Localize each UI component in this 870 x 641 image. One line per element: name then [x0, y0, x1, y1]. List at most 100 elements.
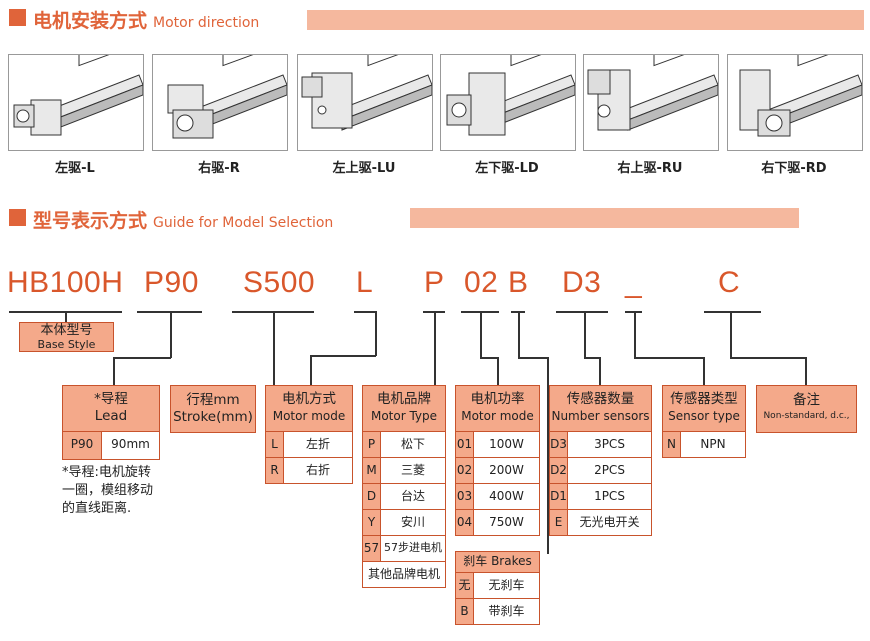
- connector: [480, 311, 482, 358]
- row-value: 带刹车: [488, 604, 525, 618]
- code-part-base: HB100H: [7, 266, 124, 299]
- section-bar: [410, 208, 799, 228]
- direction-thumb-lu: [297, 54, 433, 151]
- connector: [584, 357, 600, 359]
- row-value: 三菱: [400, 463, 425, 477]
- table-row: B 带刹车: [456, 598, 539, 624]
- motor-power-header-en: Motor mode: [461, 409, 534, 423]
- row-value: 1PCS: [594, 489, 625, 503]
- connector: [584, 311, 586, 358]
- connector: [634, 357, 704, 359]
- connector: [273, 311, 275, 386]
- section-marker: [9, 209, 26, 226]
- direction-caption: 左驱-L: [55, 161, 95, 176]
- title-en: Motor direction: [153, 15, 260, 31]
- remark-table: 备注 Non-standard, d.c.,: [756, 385, 857, 433]
- row-value: 松下: [400, 437, 425, 451]
- stroke-header-en: Stroke(mm): [173, 409, 253, 425]
- row-code: 01: [456, 432, 474, 457]
- section-bar: [307, 10, 864, 30]
- direction-caption: 右上驱-RU: [617, 161, 683, 176]
- direction-caption: 左下驱-LD: [475, 161, 539, 176]
- base-style-en: Base Style: [37, 338, 96, 351]
- row-code: Y: [363, 510, 381, 535]
- connector: [434, 311, 436, 386]
- row-value: 2PCS: [594, 463, 625, 477]
- code-part-motor-mode: L: [356, 266, 374, 299]
- table-row: D1 1PCS: [550, 483, 651, 509]
- connector: [480, 357, 498, 359]
- connector: [634, 311, 636, 358]
- row-value: 右折: [305, 463, 330, 477]
- table-row: Y 安川: [363, 509, 445, 535]
- connector: [703, 357, 705, 386]
- row-code: 无: [456, 573, 474, 598]
- row-code: M: [363, 458, 381, 483]
- actuator-illustration: [13, 55, 143, 136]
- row-value: 90mm: [111, 437, 150, 451]
- connector: [518, 311, 520, 358]
- actuator-illustration: [446, 55, 575, 136]
- connector: [730, 311, 732, 358]
- underline: [354, 311, 376, 313]
- code-part-power: 02: [464, 266, 499, 299]
- code-part-lead: P90: [144, 266, 199, 299]
- row-value: NPN: [700, 437, 726, 451]
- connector: [310, 355, 376, 357]
- row-value: 200W: [489, 463, 524, 477]
- connector: [65, 311, 67, 323]
- row-value: 安川: [400, 515, 425, 529]
- row-code: R: [266, 458, 284, 483]
- direction-caption: 右驱-R: [198, 161, 240, 176]
- row-code: E: [550, 510, 568, 535]
- direction-caption: 左上驱-LU: [332, 161, 396, 176]
- row-code: D2: [550, 458, 568, 483]
- remark-header-cn: 备注: [793, 392, 820, 408]
- direction-thumb-ru: [583, 54, 719, 151]
- row-code: 03: [456, 484, 474, 509]
- lead-header-en: Lead: [94, 408, 128, 424]
- table-row: D2 2PCS: [550, 457, 651, 483]
- row-value: 100W: [489, 437, 524, 451]
- code-part-remark: C: [718, 266, 741, 299]
- code-part-sensor-type: _: [625, 266, 643, 299]
- motor-mode-header-cn: 电机方式: [282, 391, 336, 407]
- motor-power-header-cn: 电机功率: [470, 391, 525, 407]
- base-style-cn: 本体型号: [40, 323, 93, 338]
- table-row: 其他品牌电机: [363, 561, 445, 587]
- section-title-direction: 电机安装方式 Motor direction: [33, 6, 259, 33]
- row-value: 无光电开关: [579, 515, 640, 529]
- connector: [113, 357, 115, 386]
- row-value: 400W: [489, 489, 524, 503]
- title-cn: 电机安装方式: [33, 10, 148, 32]
- remark-header-en: Non-standard, d.c.,: [763, 411, 850, 421]
- row-value: 57步进电机: [384, 541, 442, 554]
- underline: [704, 311, 761, 313]
- row-value: 750W: [489, 515, 524, 529]
- connector: [113, 357, 171, 359]
- row-code: B: [456, 599, 474, 624]
- motor-type-header-cn: 电机品牌: [377, 391, 431, 407]
- connector: [599, 357, 601, 386]
- underline: [137, 311, 202, 313]
- lead-note: *导程:电机旋转一圈，模组移动的直线距离.: [62, 465, 154, 516]
- table-row: M 三菱: [363, 457, 445, 483]
- sensors-header-cn: 传感器数量: [566, 391, 635, 407]
- direction-caption: 右下驱-RD: [761, 161, 827, 176]
- code-part-motor-type: P: [424, 266, 445, 299]
- row-code: N: [663, 432, 681, 457]
- table-row: R 右折: [266, 457, 352, 483]
- row-code: D1: [550, 484, 568, 509]
- direction-thumb-ld: [440, 54, 576, 151]
- actuator-illustration: [739, 55, 862, 137]
- sensor-type-header-cn: 传感器类型: [670, 391, 738, 407]
